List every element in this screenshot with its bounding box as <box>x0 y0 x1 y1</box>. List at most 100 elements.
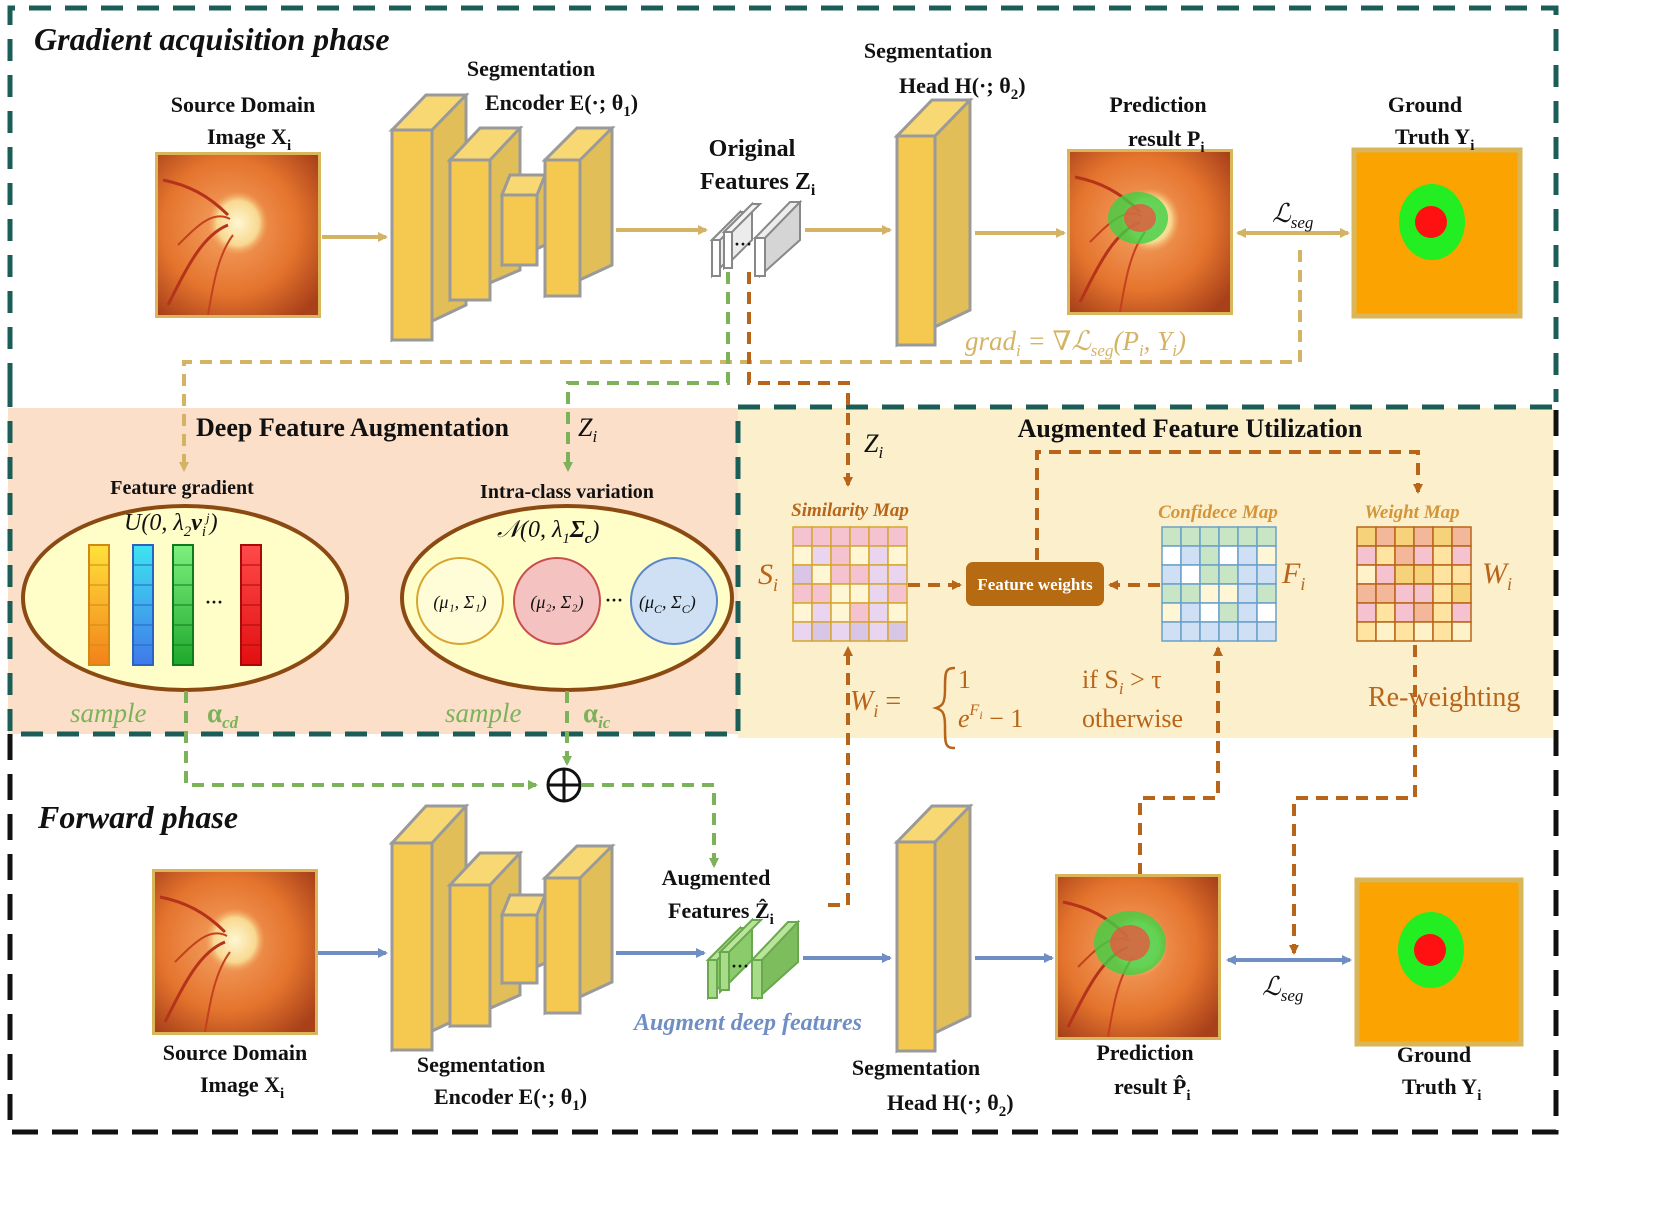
weight-w: Wi <box>1482 557 1512 594</box>
confidence-map-cell <box>1180 602 1201 623</box>
similarity-map-cell <box>792 526 813 547</box>
augmented-features-dots: ··· <box>731 956 749 976</box>
aug-to-features-arrow <box>582 783 719 868</box>
weight-map-label: Weight Map <box>1364 502 1459 523</box>
similarity-map-cell <box>830 602 851 623</box>
weight-map <box>1356 526 1472 642</box>
forward-phase-frame <box>7 407 1559 1135</box>
class-2-params: (μ₂, Σ₂) <box>530 592 583 613</box>
confidence-map-cell <box>1199 583 1220 604</box>
similarity-map-cell <box>868 621 889 642</box>
add-operator-cross <box>548 769 580 801</box>
weight-map-cell <box>1413 602 1434 623</box>
similarity-map-cell <box>830 583 851 604</box>
gradient-feedback-arrow <box>179 250 1302 472</box>
feature-gradient-label: Feature gradient <box>110 477 254 499</box>
class-1-params: (μ₁, Σ₁) <box>433 592 486 613</box>
similarity-map-cell <box>868 564 889 585</box>
weight-map-cell <box>1451 545 1472 566</box>
confidence-map-cell <box>1199 526 1220 547</box>
bottom-gt-label: Ground <box>1397 1042 1471 1067</box>
gradient-phase-frame <box>7 5 1559 402</box>
class-c-params: (μC, ΣC) <box>639 592 696 616</box>
bottom-gt-label2: Truth Yi <box>1402 1074 1481 1104</box>
confidence-map-cell <box>1199 602 1220 623</box>
weight-map-cell <box>1375 545 1396 566</box>
bottom-seg-head <box>893 803 974 1054</box>
weight-map-cell <box>1432 545 1453 566</box>
weight-map-cell <box>1432 602 1453 623</box>
similarity-map-cell <box>849 602 870 623</box>
confidence-map-cell <box>1237 602 1258 623</box>
confidence-map-cell <box>1218 545 1239 566</box>
weight-map-cell <box>1432 526 1453 547</box>
bottom-source-image <box>152 869 318 1035</box>
confidence-map-cell <box>1161 583 1182 604</box>
fw-to-weight-arrow <box>1035 450 1423 560</box>
confidence-map-cell <box>1256 564 1277 585</box>
bottom-pred-label2: result P̂i <box>1114 1074 1190 1104</box>
bottom-source-label2: Image Xi <box>200 1072 284 1102</box>
confidence-map-cell <box>1237 564 1258 585</box>
dfa-title-z: Zi <box>578 413 597 446</box>
gradient-bar-blue <box>132 544 154 666</box>
feature-weights-button <box>966 562 1104 606</box>
gradient-bar-red <box>240 544 262 666</box>
class-circle-2 <box>513 557 601 645</box>
bottom-encoder <box>388 803 616 1053</box>
weight-map-cell <box>1356 621 1377 642</box>
weight-map-cell <box>1375 621 1396 642</box>
weight-map-cell <box>1356 602 1377 623</box>
similarity-map-cell <box>849 526 870 547</box>
confidence-map-cell <box>1256 583 1277 604</box>
confidence-map-cell <box>1199 564 1220 585</box>
weight-map-cell <box>1413 545 1434 566</box>
confidence-map-cell <box>1180 583 1201 604</box>
confidence-map-cell <box>1199 621 1220 642</box>
confidence-map-label: Confidece Map <box>1158 502 1278 523</box>
weight-map-cell <box>1375 564 1396 585</box>
afu-z: Zi <box>864 429 883 462</box>
weight-map-cell <box>1375 602 1396 623</box>
gradient-bar-orange <box>88 544 110 666</box>
confidence-map-cell <box>1161 602 1182 623</box>
similarity-map-cell <box>868 526 889 547</box>
bottom-encoder-label2: Encoder E(·; θ1) <box>434 1084 587 1114</box>
similarity-map-cell <box>849 545 870 566</box>
formula-case2-val: eFi − 1 <box>958 702 1023 733</box>
bottom-pred-label: Prediction <box>1096 1040 1193 1065</box>
original-features-dots: ··· <box>734 234 752 254</box>
intra-class-label: Intra-class variation <box>480 481 654 503</box>
class-circle-c <box>630 557 718 645</box>
confidence-map-cell <box>1237 545 1258 566</box>
confidence-f: Fi <box>1281 557 1305 594</box>
confidence-map-cell <box>1218 526 1239 547</box>
afu-title: Augmented Feature Utilization <box>1018 414 1363 443</box>
top-gt-label2: Truth Yi <box>1395 124 1474 154</box>
gradient-phase-title: Gradient acquisition phase <box>34 21 390 57</box>
similarity-map-cell <box>830 545 851 566</box>
similarity-map-cell <box>887 564 908 585</box>
weight-map-cell <box>1356 583 1377 604</box>
weight-map-cell <box>1375 526 1396 547</box>
weight-map-cell <box>1413 621 1434 642</box>
confidence-map-cell <box>1237 526 1258 547</box>
bottom-source-label: Source Domain <box>163 1040 307 1065</box>
top-encoder <box>388 92 616 343</box>
confidence-map-cell <box>1218 621 1239 642</box>
confidence-map-cell <box>1180 564 1201 585</box>
similarity-map-cell <box>849 621 870 642</box>
similarity-map-cell <box>868 602 889 623</box>
similarity-map-cell <box>811 621 832 642</box>
similarity-map-cell <box>887 621 908 642</box>
weight-map-cell <box>1451 602 1472 623</box>
similarity-map-cell <box>811 526 832 547</box>
top-loss-label: ℒseg <box>1272 199 1313 232</box>
top-head-label: Segmentation <box>864 38 992 63</box>
top-encoder-label2: Encoder E(·; θ1) <box>485 90 638 120</box>
weight-map-cell <box>1394 526 1415 547</box>
weight-map-cell <box>1394 583 1415 604</box>
bottom-prediction-image <box>1055 874 1221 1040</box>
weight-map-cell <box>1394 564 1415 585</box>
confidence-map-cell <box>1161 564 1182 585</box>
